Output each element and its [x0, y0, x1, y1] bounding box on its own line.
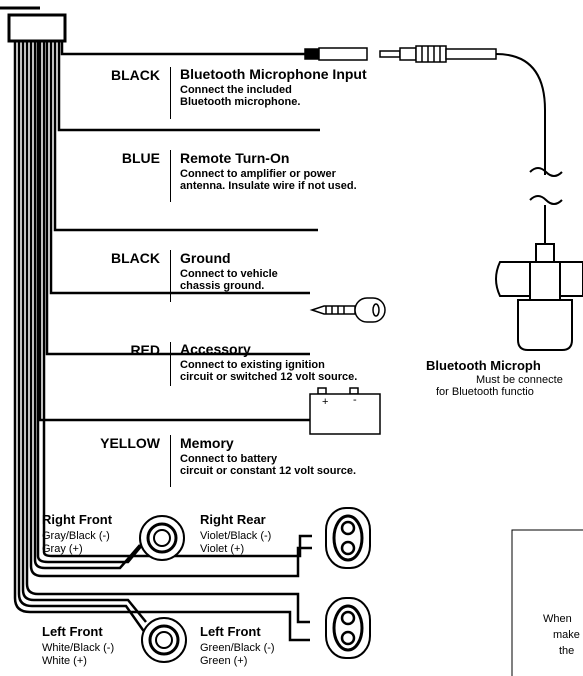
label-divider — [170, 342, 171, 386]
speaker-wire-neg: Gray/Black (-) — [42, 530, 110, 542]
wire-color-label: BLACK — [111, 67, 160, 83]
wire-description: antenna. Insulate wire if not used. — [180, 180, 357, 192]
speaker-wire-pos: White (+) — [42, 655, 87, 667]
bluetooth-mic-title: Bluetooth Microph — [426, 358, 541, 373]
wire-description: Connect the included — [180, 84, 292, 96]
mic-plug — [304, 45, 497, 63]
speaker-title: Left Front — [42, 624, 103, 639]
wire-bundle — [13, 41, 320, 642]
wire-description: chassis ground. — [180, 280, 265, 292]
wire-function-title: Bluetooth Microphone Input — [180, 66, 367, 82]
speaker-title: Right Rear — [200, 512, 266, 527]
wire-color-label: YELLOW — [100, 435, 160, 451]
speaker-wire-neg: White/Black (-) — [42, 642, 115, 654]
ignition-key-icon — [309, 297, 386, 323]
speaker-title: Right Front — [42, 512, 113, 527]
label-divider — [170, 250, 171, 302]
wire-description: Connect to existing ignition — [180, 359, 325, 371]
speaker-wire-neg: Violet/Black (-) — [200, 530, 272, 542]
wire-function-title: Memory — [180, 435, 234, 451]
wire-function-title: Remote Turn-On — [180, 150, 290, 166]
speaker-right-front-icon — [139, 515, 185, 561]
speaker-left-front-b-icon — [325, 597, 371, 659]
wire-color-label: BLACK — [111, 250, 160, 266]
microphone-icon — [495, 243, 583, 351]
battery-icon — [309, 387, 381, 435]
label-divider — [170, 435, 171, 487]
wire-color-label: RED — [130, 342, 160, 358]
wire-description: circuit or constant 12 volt source. — [180, 465, 357, 477]
wire-function-title: Accessory — [180, 341, 251, 357]
note-text: the — [559, 645, 575, 657]
bluetooth-mic-note: for Bluetooth functio — [436, 386, 534, 398]
speaker-wire-neg: Green/Black (-) — [200, 642, 275, 654]
wire-function-title: Ground — [180, 250, 231, 266]
speaker-wire-pos: Gray (+) — [42, 543, 83, 555]
speaker-right-rear-icon — [325, 507, 371, 569]
speaker-wire-pos: Green (+) — [200, 655, 248, 667]
note-text: make — [553, 629, 580, 641]
wire-description: Connect to vehicle — [180, 268, 278, 280]
speaker-left-front-a-icon — [141, 617, 187, 663]
speaker-title: Left Front — [200, 624, 261, 639]
battery-plus-label: + — [322, 396, 329, 408]
label-divider — [170, 150, 171, 202]
wire-color-label: BLUE — [121, 150, 160, 166]
wire-description: circuit or switched 12 volt source. — [180, 371, 358, 383]
note-box — [511, 529, 583, 676]
harness-connector — [7, 13, 67, 43]
wire-description: Connect to amplifier or power — [180, 168, 336, 180]
speaker-wire-pos: Violet (+) — [200, 543, 245, 555]
mic-cable — [495, 53, 546, 245]
wire-description: Connect to battery — [180, 453, 278, 465]
bluetooth-mic-note: Must be connecte — [476, 374, 563, 386]
wire-description: Bluetooth microphone. — [180, 96, 301, 108]
note-text: When — [543, 613, 572, 625]
label-divider — [170, 67, 171, 119]
battery-minus-label: - — [353, 394, 357, 406]
